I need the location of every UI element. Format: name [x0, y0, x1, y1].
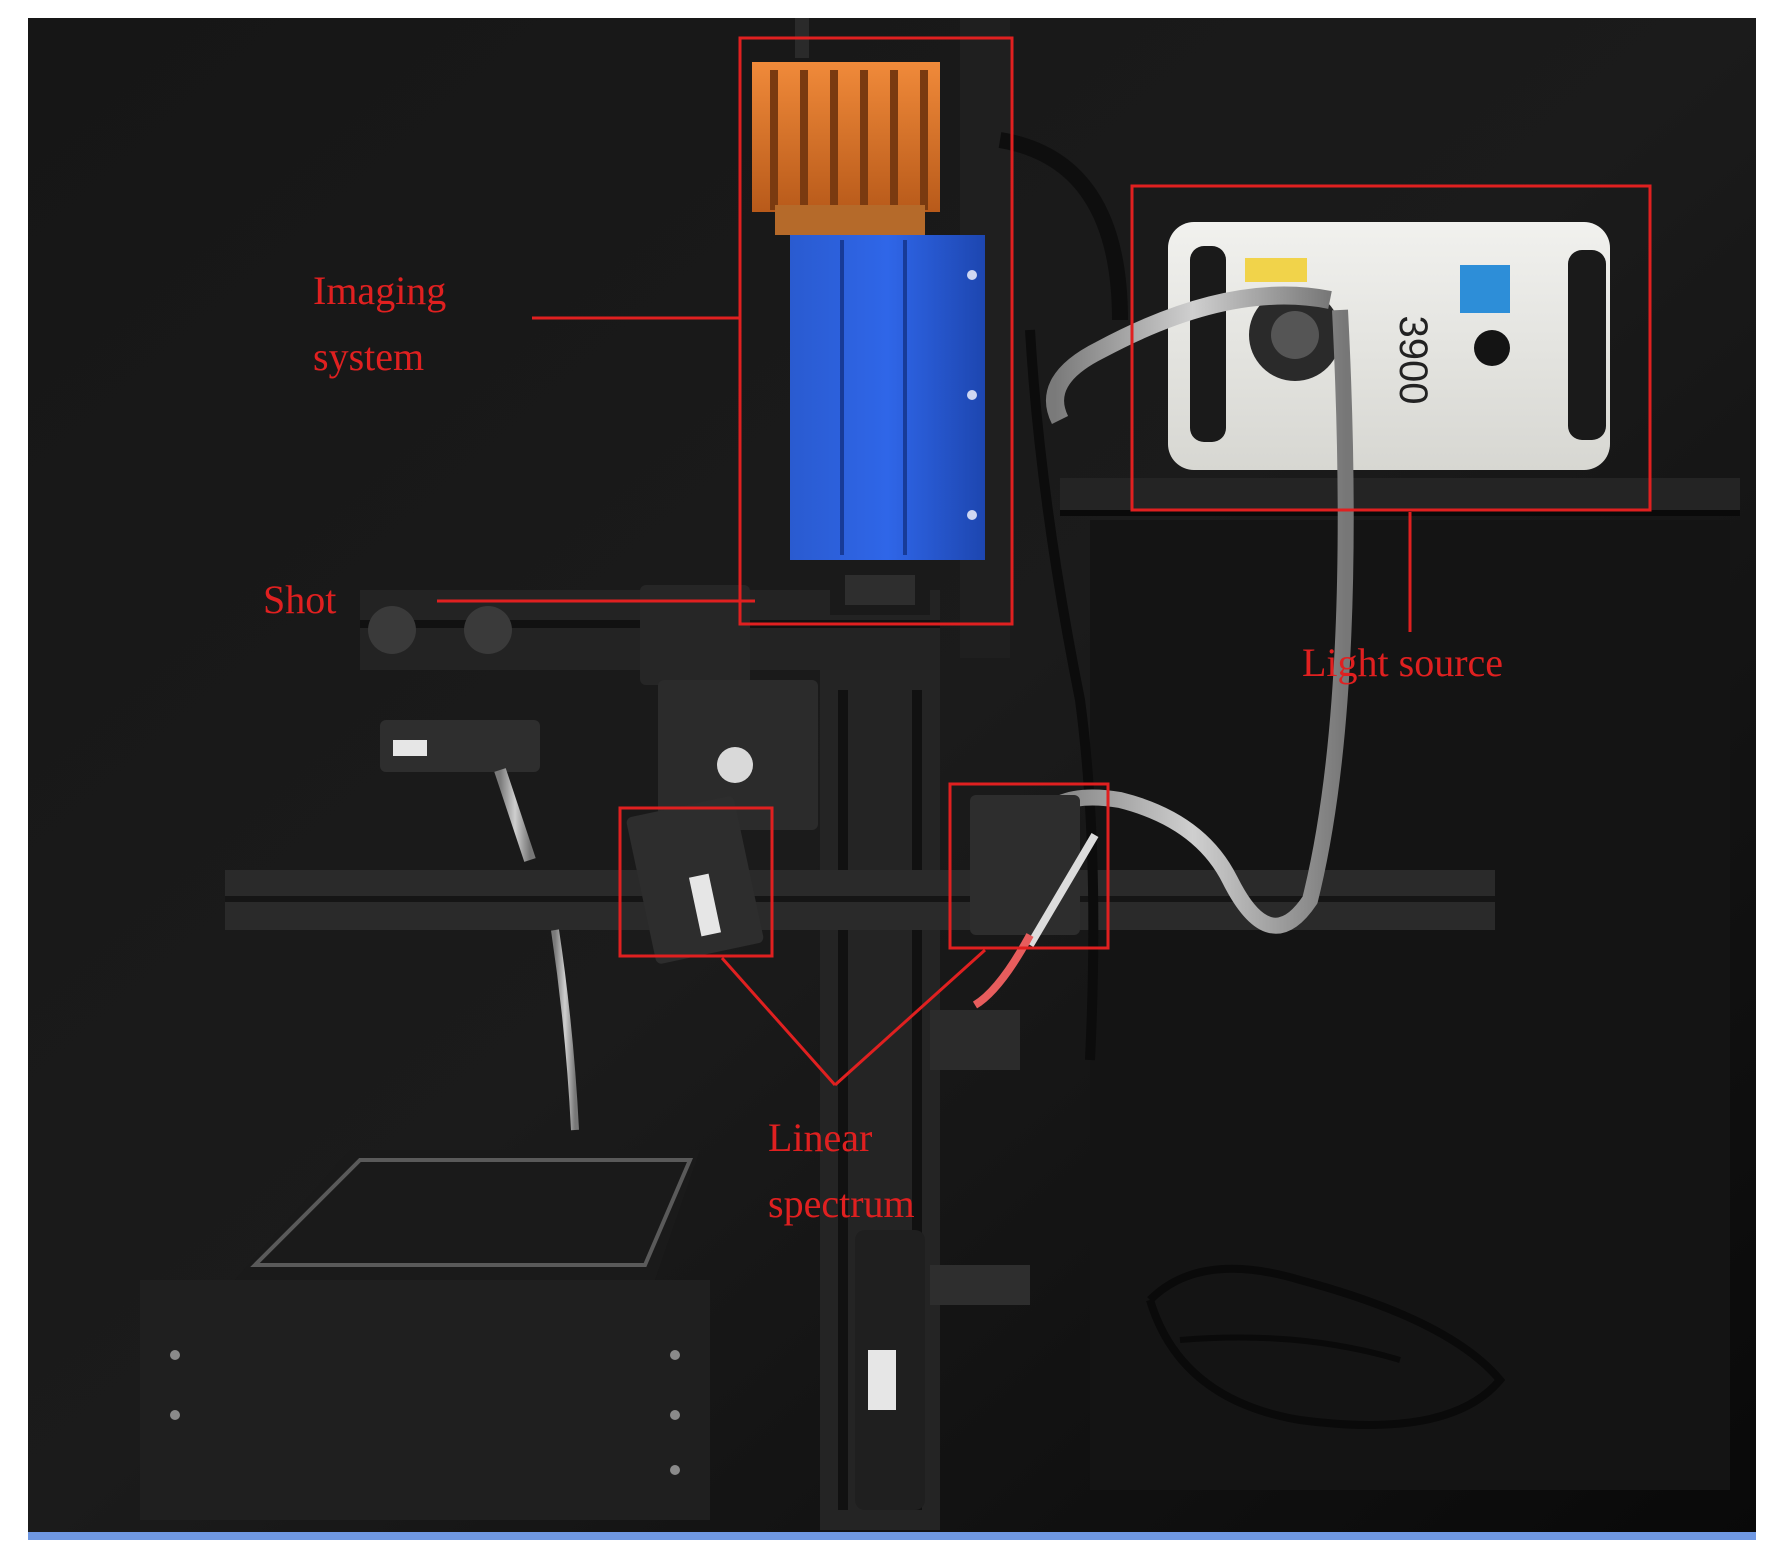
right-wall-panel — [1090, 520, 1730, 1490]
camera-body — [790, 235, 985, 560]
shelf — [1060, 478, 1740, 514]
right-probe-box — [948, 782, 1110, 950]
label-shot: Shot — [263, 577, 337, 622]
device-marking: 3900 — [1391, 316, 1435, 405]
annotation-overlay — [618, 36, 1652, 958]
label-imaging-system: Imaging system — [313, 258, 446, 390]
leader-lines — [437, 316, 1412, 1087]
left-probe-box — [618, 806, 774, 958]
light-source-device — [1168, 222, 1610, 470]
label-linear-spectrum-line2: spectrum — [768, 1181, 915, 1226]
light-source-box — [1130, 184, 1652, 512]
spectrum-leader-right — [833, 948, 987, 1087]
fiber-cable — [1046, 286, 1332, 425]
imaging-system-box — [738, 36, 1014, 626]
spectrum-leader-left — [720, 957, 837, 1086]
label-linear-spectrum-line1: Linear — [768, 1115, 873, 1160]
cable-bundle — [1146, 1264, 1506, 1429]
label-light-source: Light source — [1302, 640, 1504, 685]
label-imaging-system-line1: Imaging — [313, 268, 447, 313]
sample-tray — [140, 1280, 710, 1520]
bottom-frame-edge — [28, 1532, 1756, 1540]
heatsink — [752, 62, 940, 212]
label-linear-spectrum: Linear spectrum — [768, 1105, 915, 1237]
right-spectrum-probe — [970, 795, 1080, 935]
label-imaging-system-line2: system — [313, 334, 425, 379]
